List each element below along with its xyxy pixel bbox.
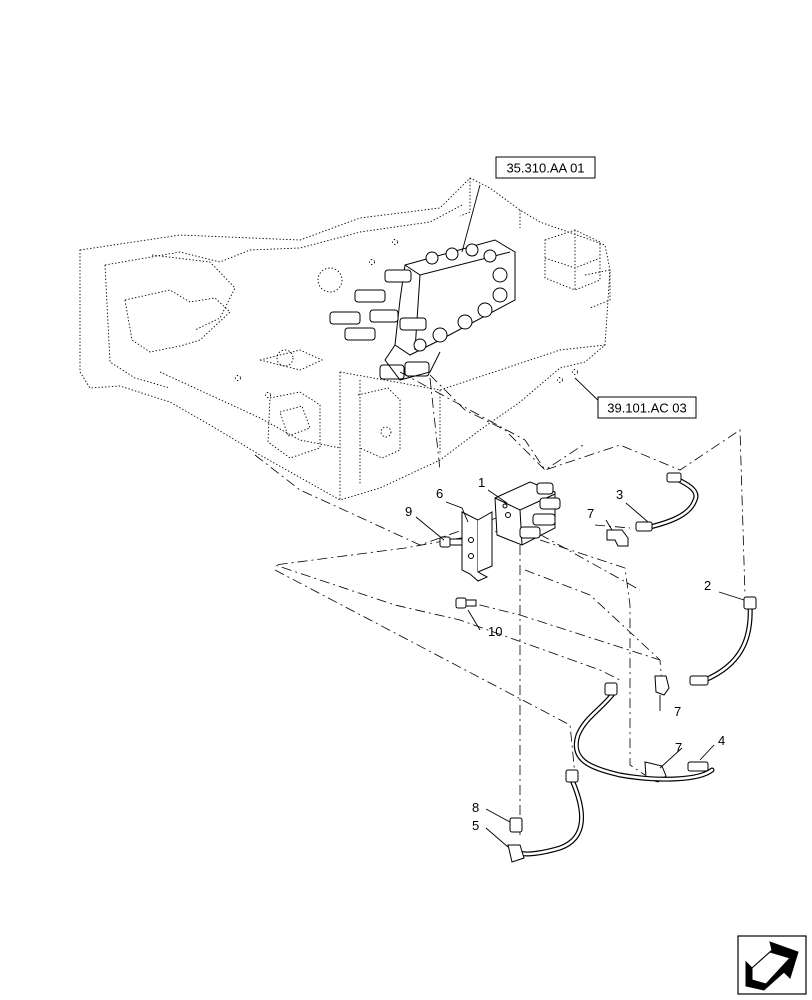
- callout-1: 1: [478, 475, 485, 490]
- reference-box-top[interactable]: 35.310.AA 01: [495, 156, 596, 179]
- callout-3: 3: [616, 487, 623, 502]
- callout-7-upper: 7: [587, 506, 594, 521]
- frame-assembly: [79, 177, 611, 501]
- reference-label-right[interactable]: 39.101.AC 03: [607, 401, 687, 416]
- hose-5: [507, 769, 584, 863]
- reference-label-top[interactable]: 35.310.AA 01: [506, 161, 584, 176]
- bolt-10: [455, 597, 477, 609]
- callout-7-middle: 7: [674, 704, 681, 719]
- callout-6: 6: [436, 486, 443, 501]
- bolt-9: [439, 536, 463, 548]
- leader-lines: [415, 184, 745, 848]
- callout-numbers: 1 2 3 4 5 6 7 7 7 8 9 10: [405, 475, 725, 833]
- hose-2: [689, 596, 757, 686]
- selector-valve: [494, 481, 561, 546]
- callout-2: 2: [704, 578, 711, 593]
- main-control-valve: [329, 239, 516, 381]
- callout-4: 4: [718, 733, 725, 748]
- hose-4: [573, 682, 715, 782]
- callout-5: 5: [472, 818, 479, 833]
- hose-3: [635, 472, 699, 532]
- next-page-arrow-icon[interactable]: [737, 935, 807, 995]
- callout-10: 10: [488, 624, 502, 639]
- mounting-bracket: [461, 511, 493, 582]
- callout-8: 8: [472, 800, 479, 815]
- routing-lines: [254, 371, 746, 835]
- reference-box-right[interactable]: 39.101.AC 03: [597, 396, 697, 419]
- elbow-fitting-upper: [606, 529, 629, 547]
- elbow-fitting-middle: [654, 675, 670, 696]
- callout-9: 9: [405, 504, 412, 519]
- callout-7-lower: 7: [675, 740, 682, 755]
